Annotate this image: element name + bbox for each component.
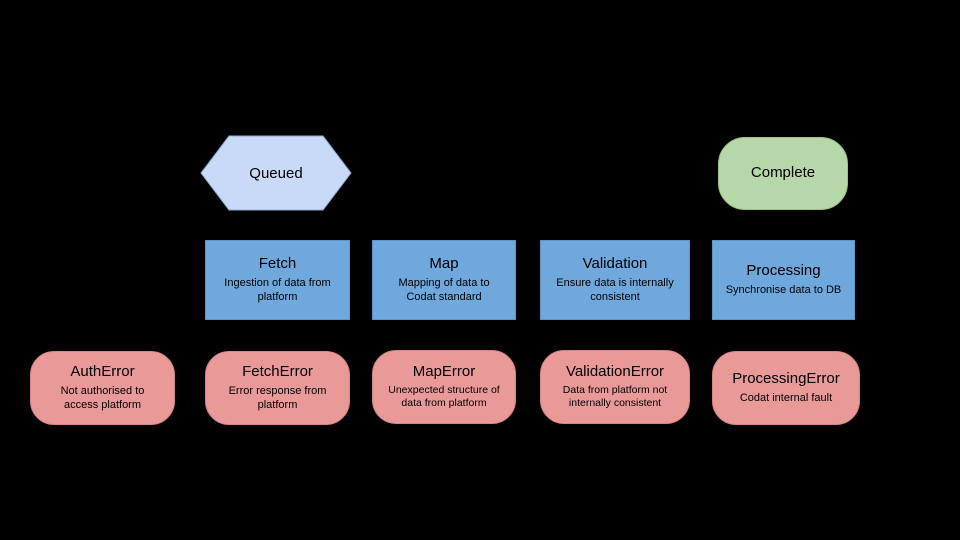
error-validationerror-node: ValidationError Data from platform not i…	[540, 350, 690, 424]
error-title: FetchError	[242, 363, 313, 381]
complete-state-label: Complete	[750, 164, 816, 182]
error-fetcherror-node: FetchError Error response from platform	[205, 351, 350, 425]
stage-description: Ensure data is internally consistent	[556, 277, 674, 304]
stage-title: Validation	[582, 255, 648, 273]
error-maperror-node: MapError Unexpected structure of data fr…	[372, 350, 516, 424]
error-description: Codat internal fault	[739, 392, 833, 405]
error-title: AuthError	[70, 363, 135, 381]
queued-state-node: Queued	[200, 135, 352, 211]
hexagon-shape	[200, 135, 352, 211]
error-autherror-node: AuthError Not authorised to access platf…	[30, 351, 175, 425]
stage-title: Map	[429, 255, 459, 273]
stage-title: Fetch	[258, 255, 297, 273]
stage-description: Ingestion of data from platform	[224, 277, 331, 304]
error-title: MapError	[412, 362, 476, 380]
stage-description: Synchronise data to DB	[725, 284, 842, 297]
error-description: Error response from platform	[228, 385, 327, 412]
stage-processing-node: Processing Synchronise data to DB	[712, 240, 855, 320]
stage-fetch-node: Fetch Ingestion of data from platform	[205, 240, 350, 320]
error-description: Data from platform not internally consis…	[562, 383, 668, 410]
queued-state-label: Queued	[249, 164, 303, 182]
stage-map-node: Map Mapping of data to Codat standard	[372, 240, 516, 320]
stage-validation-node: Validation Ensure data is internally con…	[540, 240, 690, 320]
error-title: ProcessingError	[732, 370, 840, 388]
error-description: Not authorised to access platform	[60, 385, 145, 412]
error-processingerror-node: ProcessingError Codat internal fault	[712, 351, 860, 425]
complete-state-node: Complete	[718, 137, 848, 210]
error-description: Unexpected structure of data from platfo…	[388, 383, 500, 410]
stage-title: Processing	[746, 262, 821, 280]
error-title: ValidationError	[565, 362, 665, 380]
stage-description: Mapping of data to Codat standard	[398, 277, 490, 304]
